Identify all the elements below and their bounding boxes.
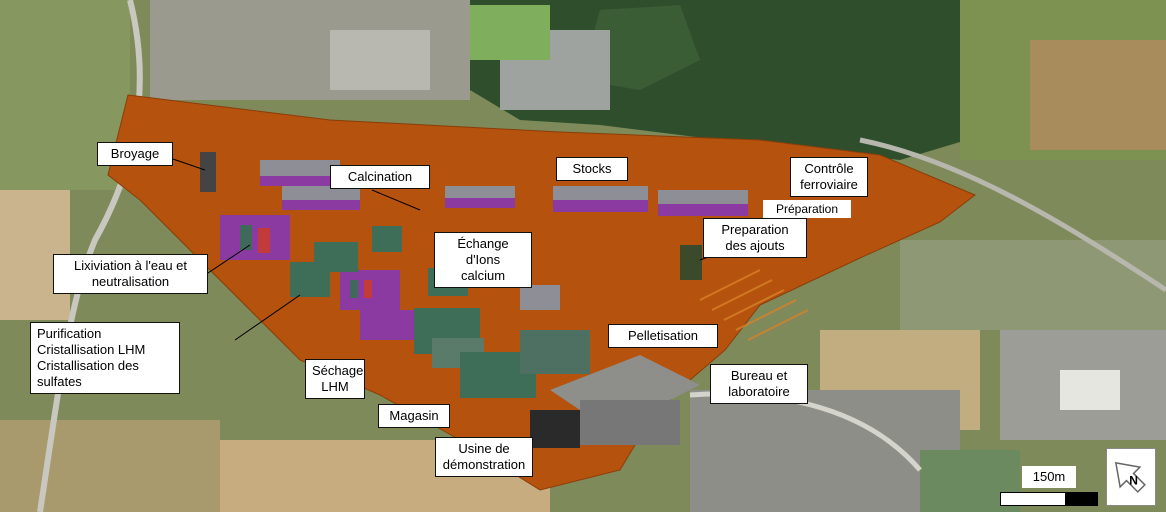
label-magasin: Magasin: [378, 404, 450, 428]
storage-sheds: [260, 160, 748, 216]
label-preparation: Préparation: [763, 200, 851, 218]
building: [1060, 370, 1120, 410]
field: [900, 240, 1166, 330]
label-bureau-laboratoire: Bureau et laboratoire: [710, 364, 808, 404]
field: [1030, 40, 1166, 150]
stockpile-rows: [699, 269, 809, 341]
road: [37, 0, 143, 512]
label-stocks: Stocks: [556, 157, 628, 181]
label-controle-ferroviaire: Contrôle ferroviaire: [790, 157, 868, 197]
scale-segments: [1000, 492, 1098, 506]
building: [330, 30, 430, 90]
label-calcination: Calcination: [330, 165, 430, 189]
scale-bar: 150m: [1000, 462, 1098, 506]
scale-label: 150m: [1022, 466, 1076, 488]
label-preparation-ajouts: Preparation des ajouts: [703, 218, 807, 258]
svg-text:N: N: [1129, 474, 1138, 488]
north-arrow-icon: N: [1106, 448, 1156, 506]
label-usine-demonstration: Usine de démonstration: [435, 437, 533, 477]
label-lixiviation: Lixiviation à l'eau et neutralisation: [53, 254, 208, 294]
process-units: [200, 152, 702, 340]
buildings-green: [290, 226, 590, 398]
label-broyage: Broyage: [97, 142, 173, 166]
label-sechage: Séchage LHM: [305, 359, 365, 399]
label-purification: Purification Cristallisation LHM Cristal…: [30, 322, 180, 394]
label-echange-ions: Échange d'Ions calcium: [434, 232, 532, 288]
railway: [859, 137, 1166, 293]
field: [470, 5, 550, 60]
field: [0, 420, 220, 512]
demonstration-plant-building: [530, 355, 700, 448]
label-pelletisation: Pelletisation: [608, 324, 718, 348]
